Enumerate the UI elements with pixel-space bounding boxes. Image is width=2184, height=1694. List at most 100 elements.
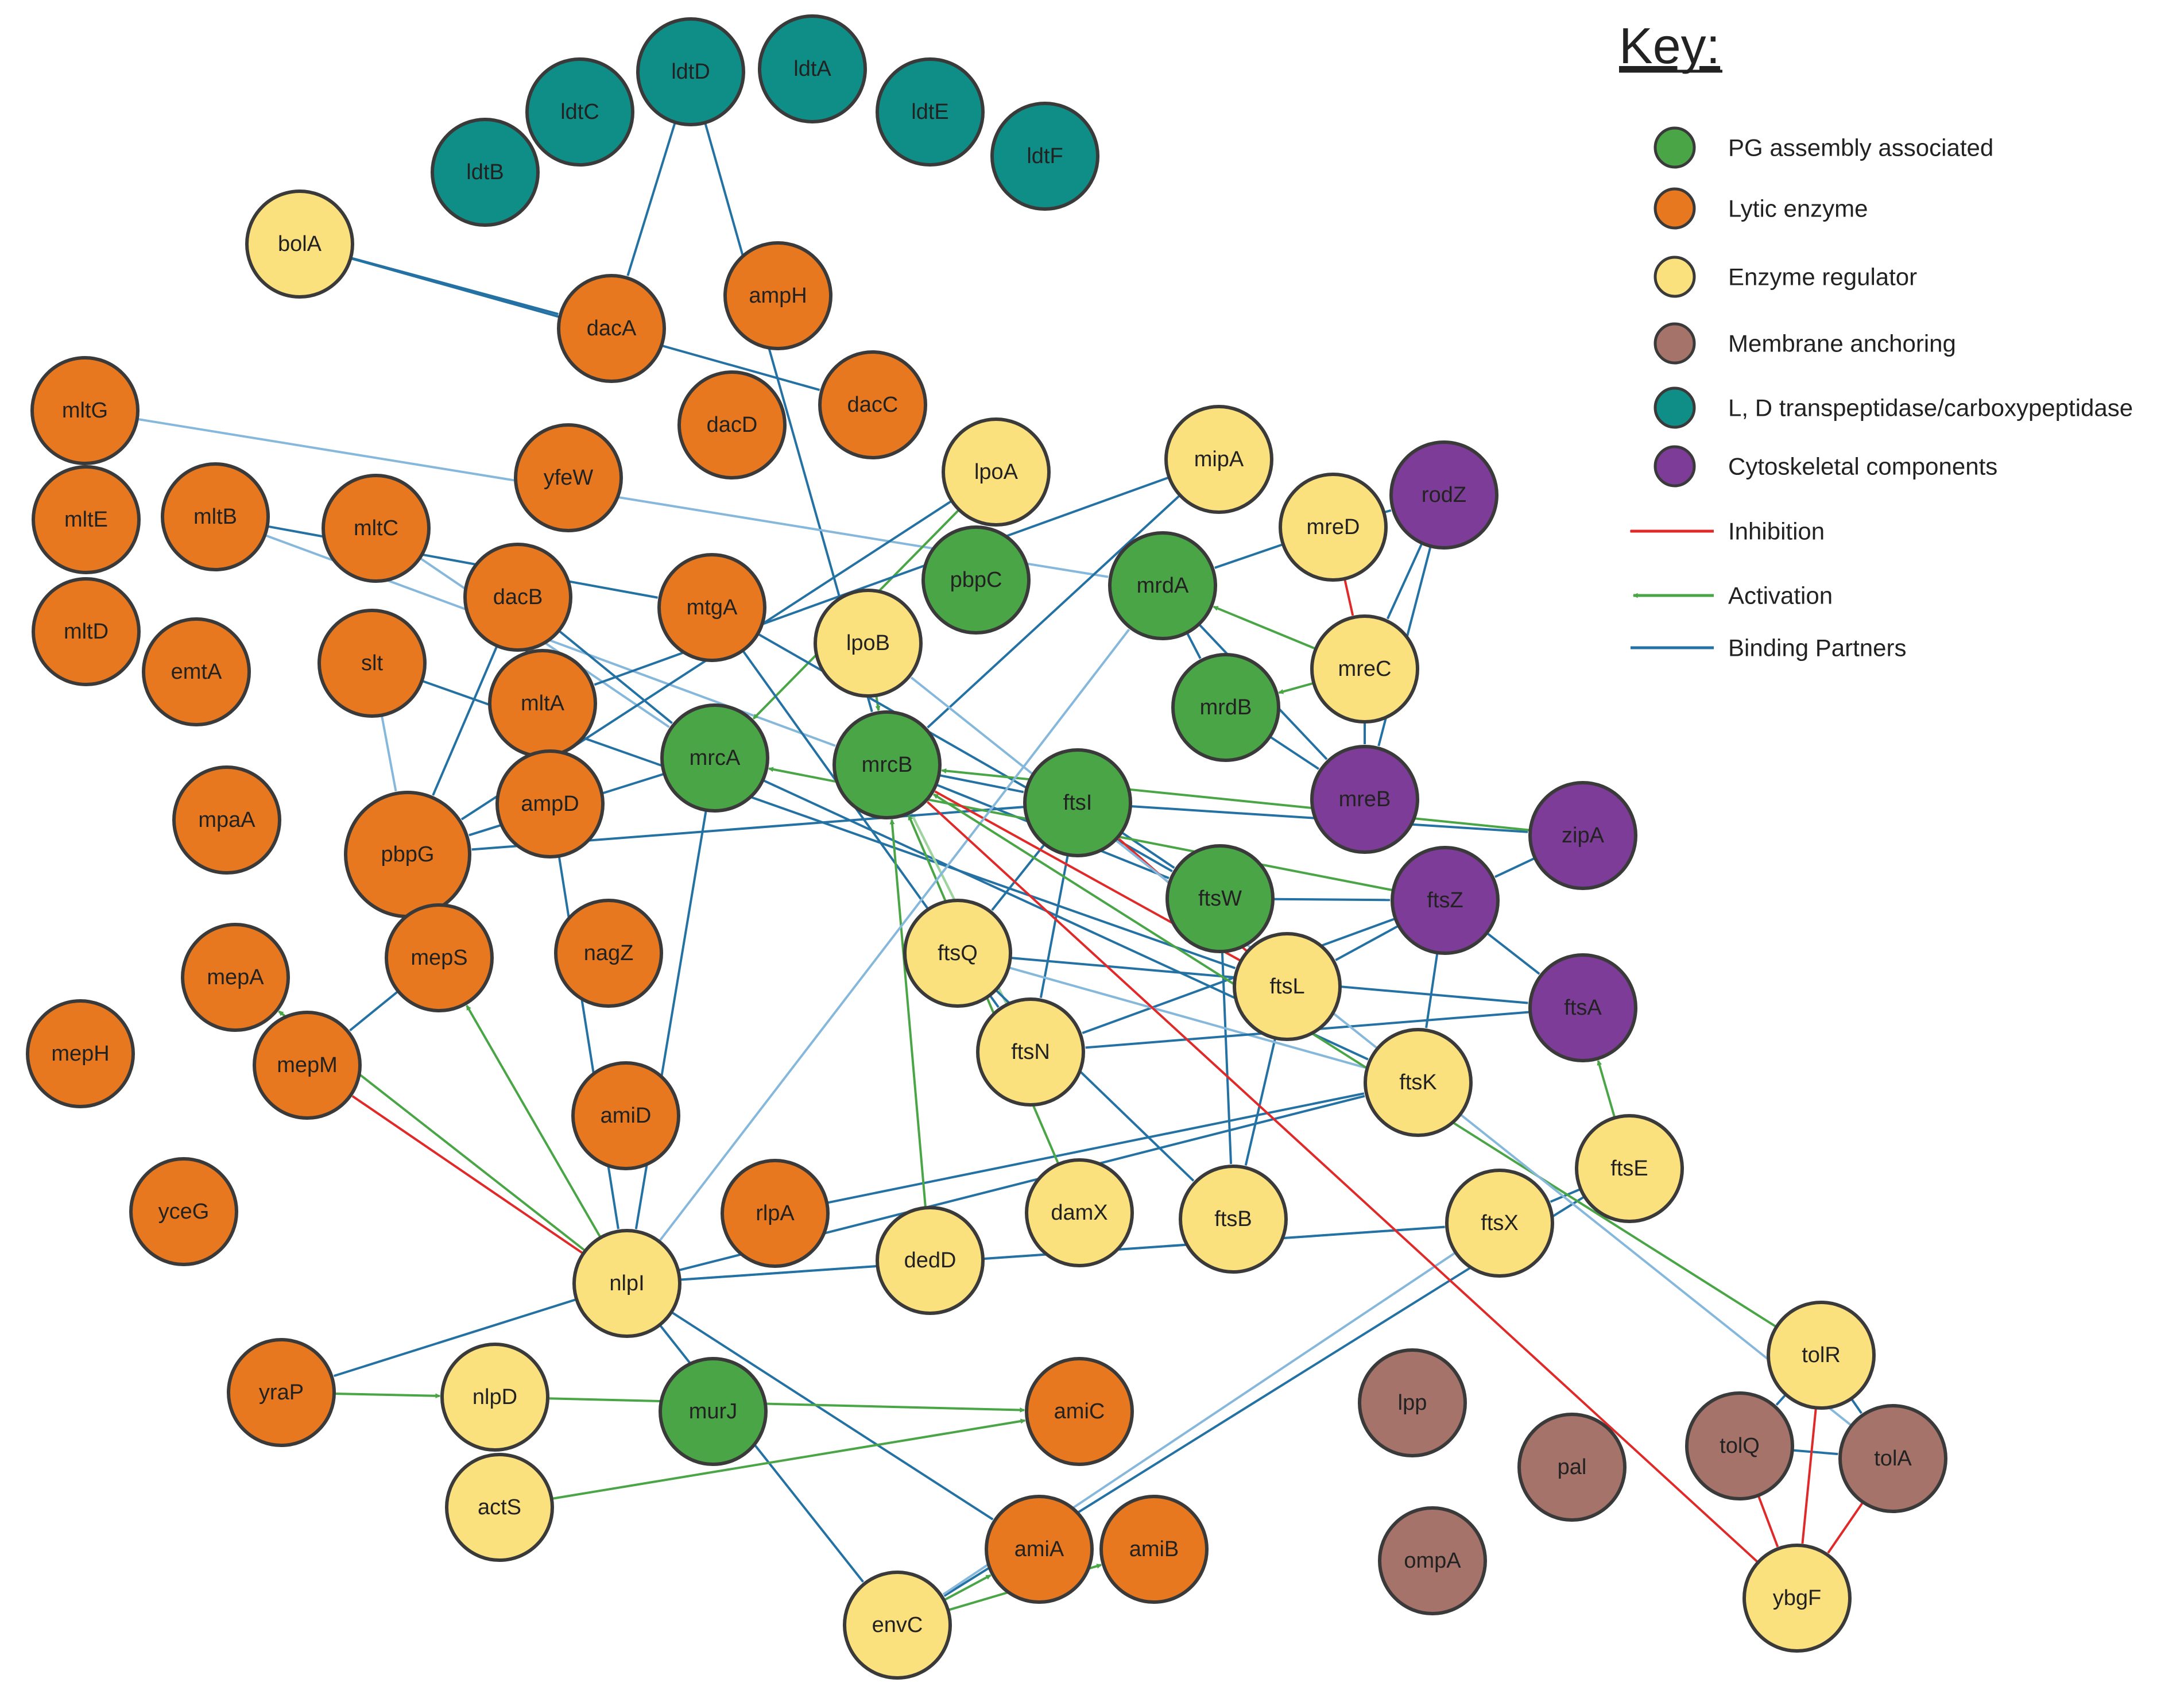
- node-ampH[interactable]: ampH: [723, 241, 832, 350]
- node-mipA[interactable]: mipA: [1164, 405, 1273, 514]
- node-circle: [445, 1453, 554, 1562]
- node-ftsQ[interactable]: ftsQ: [903, 899, 1012, 1008]
- node-mepS[interactable]: mepS: [385, 903, 494, 1012]
- node-circle: [1310, 745, 1419, 854]
- node-lpoB[interactable]: lpoB: [814, 589, 923, 698]
- node-ldtF[interactable]: ldtF: [990, 102, 1099, 211]
- node-mltD[interactable]: mltD: [32, 577, 141, 686]
- node-mrdA[interactable]: mrdA: [1108, 531, 1217, 640]
- node-rlpA[interactable]: rlpA: [721, 1159, 830, 1268]
- node-ftsZ[interactable]: ftsZ: [1391, 846, 1500, 955]
- node-ftsL[interactable]: ftsL: [1233, 932, 1342, 1041]
- node-mtgA[interactable]: mtgA: [657, 553, 766, 662]
- node-emtA[interactable]: emtA: [142, 617, 251, 726]
- key-label: Cytoskeletal components: [1728, 453, 1997, 480]
- node-ybgF[interactable]: ybgF: [1742, 1544, 1852, 1653]
- node-pal[interactable]: pal: [1517, 1413, 1627, 1522]
- edge-dacB-mrcA: [558, 629, 673, 724]
- node-damX[interactable]: damX: [1025, 1158, 1134, 1267]
- node-ldtA[interactable]: ldtA: [758, 14, 867, 123]
- node-ampD[interactable]: ampD: [495, 749, 605, 858]
- node-circle: [571, 1061, 680, 1170]
- node-label: tolQ: [1720, 1434, 1760, 1458]
- edge-mrcA-nlpI: [634, 810, 707, 1229]
- node-circle: [161, 462, 270, 571]
- node-yraP[interactable]: yraP: [227, 1338, 336, 1447]
- node-label: lpoB: [846, 631, 890, 655]
- node-amiA[interactable]: amiA: [985, 1495, 1094, 1604]
- node-zipA[interactable]: zipA: [1528, 781, 1637, 890]
- edge-ftsZ-ftsA: [1486, 931, 1540, 975]
- node-circle: [1391, 846, 1500, 955]
- node-nlpI[interactable]: nlpI: [572, 1229, 681, 1338]
- edge-tolR-mrcB: [933, 793, 1778, 1328]
- node-mreD[interactable]: mreD: [1279, 473, 1388, 582]
- node-mepH[interactable]: mepH: [26, 999, 135, 1108]
- node-ftsN[interactable]: ftsN: [976, 997, 1085, 1107]
- node-mpaA[interactable]: mpaA: [172, 765, 281, 875]
- node-dacC[interactable]: dacC: [818, 350, 927, 459]
- node-pbpC[interactable]: pbpC: [921, 525, 1031, 635]
- node-ldtD[interactable]: ldtD: [636, 17, 745, 126]
- node-yfeW[interactable]: yfeW: [514, 423, 623, 532]
- node-ftsB[interactable]: ftsB: [1179, 1165, 1288, 1274]
- node-mreC[interactable]: mreC: [1310, 614, 1419, 724]
- node-mrcB[interactable]: mrcB: [832, 710, 942, 819]
- node-yceG[interactable]: yceG: [129, 1157, 238, 1266]
- node-ftsI[interactable]: ftsI: [1023, 748, 1132, 857]
- node-label: mltA: [521, 691, 565, 715]
- node-ftsX[interactable]: ftsX: [1445, 1169, 1554, 1278]
- node-mltE[interactable]: mltE: [32, 465, 141, 574]
- node-ftsA[interactable]: ftsA: [1528, 953, 1637, 1062]
- node-mltG[interactable]: mltG: [30, 356, 140, 465]
- node-label: mepM: [277, 1053, 338, 1077]
- node-tolA[interactable]: tolA: [1838, 1404, 1947, 1513]
- node-lpp[interactable]: lpp: [1358, 1348, 1467, 1457]
- node-tolR[interactable]: tolR: [1767, 1301, 1876, 1410]
- node-circle: [985, 1495, 1094, 1604]
- node-mepA[interactable]: mepA: [181, 923, 290, 1032]
- node-dedD[interactable]: dedD: [876, 1206, 985, 1315]
- node-ftsK[interactable]: ftsK: [1364, 1028, 1473, 1137]
- node-circle: [1108, 531, 1217, 640]
- node-circle: [32, 465, 141, 574]
- node-mreB[interactable]: mreB: [1310, 745, 1419, 854]
- node-nagZ[interactable]: nagZ: [554, 899, 663, 1008]
- node-mltC[interactable]: mltC: [322, 474, 431, 583]
- node-bolA[interactable]: bolA: [245, 189, 354, 299]
- node-dacD[interactable]: dacD: [677, 370, 787, 479]
- node-amiD[interactable]: amiD: [571, 1061, 680, 1170]
- node-mrdB[interactable]: mrdB: [1171, 653, 1280, 762]
- node-murJ[interactable]: murJ: [659, 1357, 768, 1466]
- node-ldtC[interactable]: ldtC: [525, 57, 634, 167]
- edge-yraP-nlpD: [334, 1392, 441, 1399]
- node-ftsW[interactable]: ftsW: [1165, 844, 1275, 953]
- node-label: ftsA: [1564, 996, 1602, 1020]
- node-tolQ[interactable]: tolQ: [1685, 1391, 1794, 1500]
- node-envC[interactable]: envC: [843, 1571, 952, 1680]
- node-circle: [1378, 1506, 1487, 1615]
- node-nlpD[interactable]: nlpD: [440, 1343, 549, 1452]
- node-dacA[interactable]: dacA: [557, 274, 666, 383]
- node-slt[interactable]: slt: [317, 609, 427, 718]
- node-label: ftsX: [1481, 1211, 1518, 1235]
- node-dacB[interactable]: dacB: [463, 543, 572, 652]
- node-ompA[interactable]: ompA: [1378, 1506, 1487, 1615]
- node-actS[interactable]: actS: [445, 1453, 554, 1562]
- node-lpoA[interactable]: lpoA: [942, 417, 1051, 527]
- node-mltA[interactable]: mltA: [488, 649, 597, 758]
- node-pbpG[interactable]: pbpG: [344, 791, 471, 918]
- edge-zipA-ftsZ: [1494, 857, 1536, 878]
- edge-envC-amiA: [943, 1574, 992, 1602]
- node-mltB[interactable]: mltB: [161, 462, 270, 571]
- node-amiC[interactable]: amiC: [1025, 1357, 1134, 1466]
- node-ldtE[interactable]: ldtE: [876, 57, 985, 167]
- node-amiB[interactable]: amiB: [1099, 1495, 1209, 1604]
- node-ftsE[interactable]: ftsE: [1575, 1114, 1684, 1223]
- key-label: Inhibition: [1728, 518, 1825, 545]
- node-rodZ[interactable]: rodZ: [1389, 440, 1498, 550]
- node-mepM[interactable]: mepM: [253, 1011, 362, 1120]
- node-mrcA[interactable]: mrcA: [660, 703, 769, 813]
- node-ldtB[interactable]: ldtB: [431, 118, 540, 227]
